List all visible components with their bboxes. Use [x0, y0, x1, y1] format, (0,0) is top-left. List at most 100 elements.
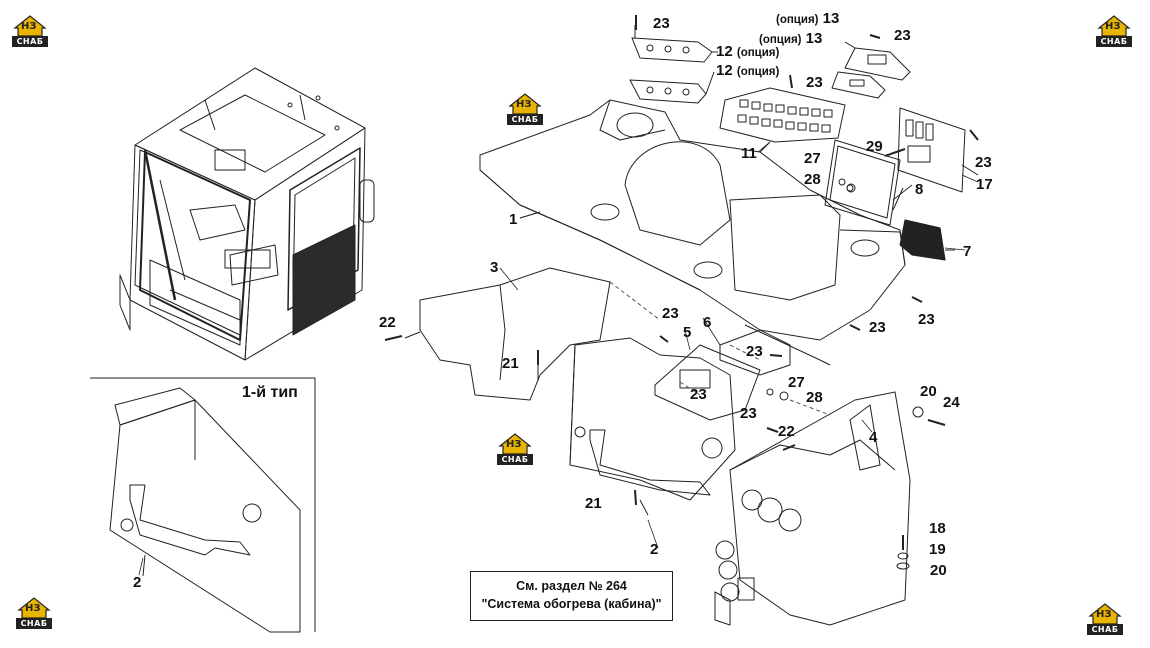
- callout-number: 21: [585, 495, 602, 512]
- callout-27: 27: [804, 151, 821, 167]
- callout-23: 23: [662, 306, 679, 322]
- callout-number: 1: [509, 211, 518, 228]
- callout-24: 24: [943, 395, 960, 411]
- dashboard-console: [479, 99, 906, 366]
- callout-23: 23: [918, 312, 935, 328]
- logo-mark: НЗ: [25, 603, 41, 614]
- logo-mark: НЗ: [1105, 21, 1121, 32]
- callout-2: 2: [133, 575, 141, 591]
- callout-number: 12: [716, 62, 733, 79]
- callout-21: 21: [585, 496, 602, 512]
- heater-housing: [714, 391, 911, 626]
- callout-12: 12 (опция): [716, 63, 779, 80]
- logo-house-icon: [508, 93, 542, 115]
- callout-23: 23: [690, 387, 707, 403]
- callout-option: (опция): [759, 34, 802, 46]
- logo-bottom-left: НЗ СНАБ: [16, 594, 52, 630]
- callout-3: 3: [490, 260, 498, 276]
- callout-number: 23: [918, 311, 935, 328]
- logo-tag: СНАБ: [497, 454, 533, 465]
- callout-option: (опция): [736, 47, 780, 59]
- logo-mark: НЗ: [1096, 609, 1112, 620]
- logo-house-icon: [13, 15, 47, 37]
- reference-box: См. раздел № 264 "Система обогрева (каби…: [470, 571, 673, 621]
- callout-22: 22: [379, 315, 396, 331]
- logo-tag: СНАБ: [16, 618, 52, 629]
- logo-tag: СНАБ: [507, 114, 543, 125]
- panel-2: [569, 337, 736, 516]
- panel-11: [719, 87, 846, 153]
- panel-3: [404, 267, 611, 401]
- callout-number: 22: [778, 423, 795, 440]
- callout-number: 27: [788, 374, 805, 391]
- callout-23: 23: [746, 344, 763, 360]
- callout-23: 23: [894, 28, 911, 44]
- callout-2: 2: [650, 542, 658, 558]
- logo-mark: НЗ: [506, 439, 522, 450]
- type-1-label: 1-й тип: [242, 384, 298, 401]
- plate-12: [629, 25, 718, 104]
- callout-23: 23: [869, 320, 886, 336]
- callout-number: 3: [490, 259, 499, 276]
- callout-17: 17: [976, 177, 993, 193]
- logo-bottom-right: НЗ СНАБ: [1087, 600, 1123, 636]
- callout-option: (опция): [736, 66, 780, 78]
- callout-number: 21: [502, 355, 519, 372]
- callout-29: 29: [866, 139, 883, 155]
- callout-number: 12: [716, 43, 733, 60]
- callout-1: 1: [509, 212, 517, 228]
- callout-number: 8: [915, 181, 924, 198]
- gasket-8: [824, 139, 904, 226]
- callout-23: 23: [975, 155, 992, 171]
- callout-7: 7: [963, 244, 971, 260]
- callout-8: 8: [915, 182, 923, 198]
- logo-mark: НЗ: [516, 99, 532, 110]
- callout-20: 20: [930, 563, 947, 579]
- callout-number: 23: [869, 319, 886, 336]
- callout-number: 5: [683, 324, 692, 341]
- reference-line-1: См. раздел № 264: [516, 579, 627, 593]
- logo-center-top: НЗ СНАБ: [507, 90, 543, 126]
- callout-6: 6: [703, 315, 711, 331]
- callout-number: 27: [804, 150, 821, 167]
- callout-number: 23: [746, 343, 763, 360]
- callout-number: 19: [929, 541, 946, 558]
- callout-27: 27: [788, 375, 805, 391]
- callout-number: 28: [806, 389, 823, 406]
- callout-12: 12 (опция): [716, 44, 779, 61]
- callout-number: 17: [976, 176, 993, 193]
- callout-number: 23: [690, 386, 707, 403]
- callout-23: 23: [740, 406, 757, 422]
- logo-tag: СНАБ: [1087, 624, 1123, 635]
- hardware: [384, 15, 979, 570]
- logo-top-right: НЗ СНАБ: [1096, 12, 1132, 48]
- cab-drawing: [119, 67, 375, 361]
- panel-17: [897, 107, 979, 193]
- callout-number: 4: [869, 429, 878, 446]
- callout-number: 28: [804, 171, 821, 188]
- bracket-5-6: [654, 329, 791, 421]
- callout-number: 23: [740, 405, 757, 422]
- callout-23: 23: [806, 75, 823, 91]
- callout-11: 11: [741, 146, 757, 162]
- callout-number: 23: [662, 305, 679, 322]
- callout-18: 18: [929, 521, 946, 537]
- callout-number: 23: [806, 74, 823, 91]
- callout-19: 19: [929, 542, 946, 558]
- logo-center-mid: НЗ СНАБ: [497, 430, 533, 466]
- logo-tag: СНАБ: [12, 36, 48, 47]
- callout-number: 13: [805, 30, 823, 47]
- callout-13: (опция) 13: [759, 31, 822, 48]
- callout-number: 20: [930, 562, 947, 579]
- callout-number: 2: [650, 541, 659, 558]
- block-7: [899, 219, 955, 261]
- callout-28: 28: [806, 390, 823, 406]
- logo-top-left: НЗ СНАБ: [12, 12, 48, 48]
- logo-house-icon: [498, 433, 532, 455]
- callout-28: 28: [804, 172, 821, 188]
- callout-number: 13: [822, 10, 840, 27]
- callout-13: (опция) 13: [776, 11, 839, 28]
- callout-20: 20: [920, 384, 937, 400]
- logo-house-icon: [1088, 603, 1122, 625]
- callout-4: 4: [869, 430, 877, 446]
